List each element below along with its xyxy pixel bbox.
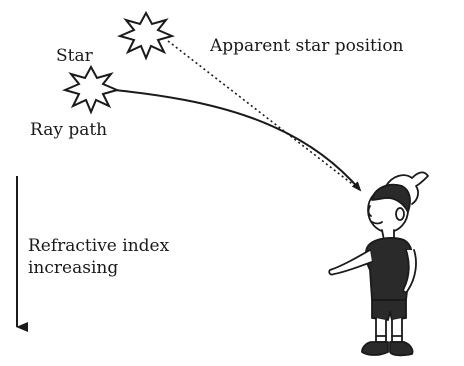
- apparent-star-icon: [120, 13, 172, 58]
- increasing-label: increasing: [28, 258, 118, 278]
- real-star-icon: [65, 67, 117, 112]
- ray-path-label: Ray path: [30, 120, 107, 140]
- star-label: Star: [56, 46, 93, 66]
- ray-path-curve: [115, 90, 360, 190]
- observer-figure: [329, 172, 428, 355]
- apparent-star-position-label: Apparent star position: [210, 36, 404, 56]
- refractive-index-label: Refractive index: [28, 236, 169, 256]
- line-of-sight-dotted: [168, 41, 360, 190]
